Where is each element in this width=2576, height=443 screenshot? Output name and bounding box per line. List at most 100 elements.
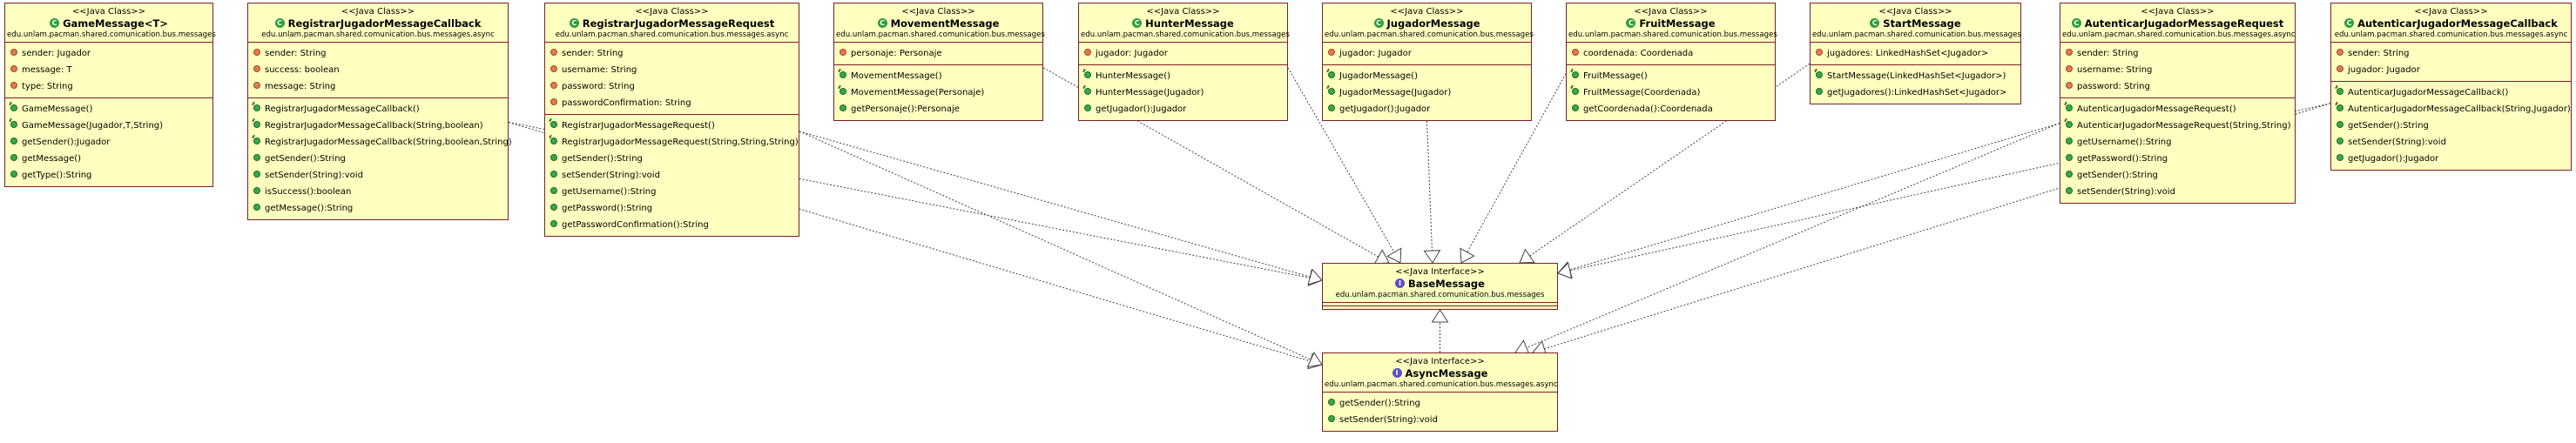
constructor-row: GameMessage(Jugador,T,String) [10, 117, 208, 134]
fields-section [1323, 302, 1557, 305]
package-name: edu.unlam.pacman.shared.comunication.bus… [1325, 380, 1558, 389]
public-method-icon [2066, 138, 2073, 144]
method-text: GameMessage(Jugador,T,String) [22, 121, 164, 131]
method-text: AutenticarJugadorMessageCallback(String,… [2348, 104, 2571, 114]
realization-arrowhead [1386, 247, 1402, 264]
constructor-icon [2337, 88, 2343, 95]
method-text: setSender(String):void [562, 171, 660, 180]
public-method-icon [2066, 171, 2073, 178]
constructor-icon [1328, 71, 1335, 78]
public-method-icon [2337, 138, 2343, 144]
realization-line-authreq-base [1557, 123, 2060, 274]
realization-line-authreq-async [1514, 123, 2060, 353]
method-text: getMessage():String [265, 204, 354, 213]
method-row: getSender():Jugador [10, 134, 208, 151]
private-field-icon [2066, 49, 2073, 56]
method-text: getSender():String [1339, 399, 1420, 408]
field-text: passwordConfirmation: String [562, 98, 691, 108]
field-text: sender: String [2348, 49, 2410, 58]
package-name: edu.unlam.pacman.shared.comunication.bus… [555, 30, 789, 39]
method-row: getJugadores():LinkedHashSet<Jugador> [1816, 84, 2016, 101]
field-text: message: String [265, 82, 336, 91]
realization-line-fruit-base [1460, 73, 1567, 264]
field-row: personaje: Personaje [840, 45, 1038, 62]
constructor-icon [10, 121, 17, 128]
stereotype-label: <<Java Class>> [1878, 7, 1952, 17]
class-name-text: GameMessage<T> [63, 17, 168, 30]
method-row: getSender():String [550, 151, 794, 167]
class-name-text: RegistrarJugadorMessageRequest [582, 17, 775, 30]
constructor-row: FruitMessage(Coordenada) [1572, 84, 1770, 101]
realization-line-authcb-base [1557, 103, 2331, 274]
fields-section: jugadores: LinkedHashSet<Jugador> [1811, 42, 2020, 64]
field-row: password: String [2066, 78, 2290, 95]
field-text: jugador: Jugador [1339, 49, 1412, 58]
constructor-row: MovementMessage() [840, 68, 1038, 84]
realization-arrowhead [1423, 250, 1441, 264]
constructor-icon [1572, 71, 1579, 78]
class-name-text: FruitMessage [1639, 17, 1716, 30]
public-method-icon [550, 171, 557, 178]
constructor-row: AutenticarJugadorMessageCallback(String,… [2337, 101, 2571, 117]
public-method-icon [253, 171, 260, 178]
class-icon: C [2071, 18, 2081, 28]
methods-section: HunterMessage()HunterMessage(Jugador)get… [1079, 64, 1287, 120]
public-method-icon [550, 220, 557, 227]
public-method-icon [253, 154, 260, 161]
class-icon: C [1870, 18, 1880, 28]
class-icon: C [1626, 18, 1636, 28]
class-icon: C [1373, 18, 1384, 28]
private-field-icon [253, 65, 260, 72]
method-text: getType():String [22, 171, 92, 180]
constructor-icon [1816, 71, 1823, 78]
method-row: getPassword():String [2066, 151, 2290, 167]
method-text: getJugador():Jugador [1339, 104, 1431, 114]
methods-section: AutenticarJugadorMessageCallback()Autent… [2331, 81, 2571, 170]
package-name: edu.unlam.pacman.shared.comunication.bus… [261, 30, 495, 39]
fields-section: coordenada: Coordenada [1567, 42, 1775, 64]
public-method-icon [2066, 187, 2073, 194]
constructor-icon [550, 121, 557, 128]
methods-section: FruitMessage()FruitMessage(Coordenada)ge… [1567, 64, 1775, 120]
field-text: password: String [2077, 82, 2150, 91]
method-text: getUsername():String [562, 187, 657, 197]
constructor-row: RegistrarJugadorMessageCallback(String,b… [253, 117, 503, 134]
method-text: StartMessage(LinkedHashSet<Jugador>) [1827, 71, 2006, 81]
constructor-icon [840, 71, 846, 78]
methods-section: AutenticarJugadorMessageRequest()Autenti… [2060, 97, 2295, 203]
field-row: username: String [2066, 62, 2290, 78]
method-row: setSender(String):void [550, 167, 794, 184]
method-text: getSender():String [2348, 121, 2429, 131]
method-text: MovementMessage() [851, 71, 942, 81]
field-text: personaje: Personaje [851, 49, 942, 58]
constructor-icon [2337, 104, 2343, 111]
field-row: jugador: Jugador [1328, 45, 1527, 62]
method-text: FruitMessage() [1583, 71, 1648, 81]
method-text: JugadorMessage() [1339, 71, 1418, 81]
method-row: getSender():String [2337, 117, 2566, 134]
public-method-icon [1328, 415, 1335, 422]
field-row: sender: String [253, 45, 503, 62]
methods-section: MovementMessage()MovementMessage(Persona… [834, 64, 1042, 120]
class-icon: C [569, 18, 579, 28]
